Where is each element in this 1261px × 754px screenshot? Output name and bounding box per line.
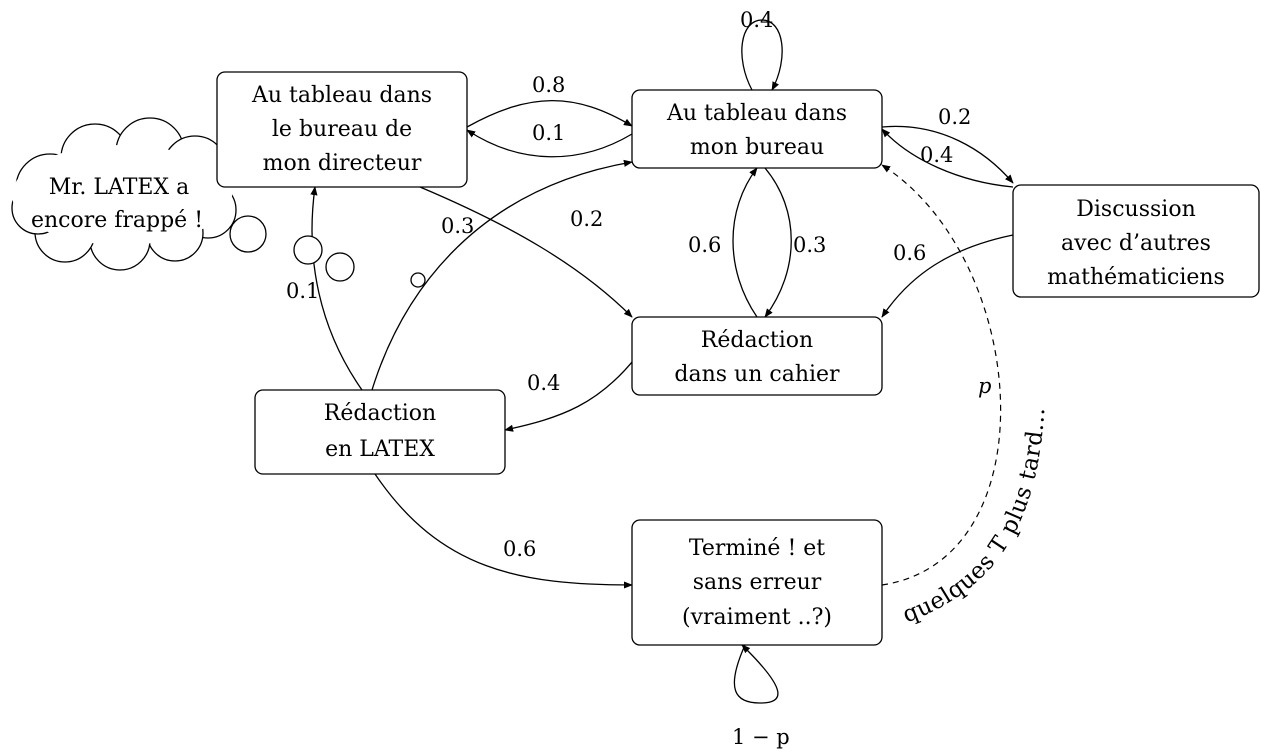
node-discussion-line-1: Discussion — [1076, 197, 1196, 222]
node-done: Terminé ! et sans erreur (vraiment ..?) — [631, 519, 883, 646]
curved-caption: quelques T plus tard... — [899, 407, 1050, 629]
node-my-board-line-1: Au tableau dans — [666, 101, 847, 126]
edge-my-board-to-notebook — [764, 167, 792, 318]
edge-director-to-my-board — [466, 99, 633, 128]
edge-director-to-notebook — [419, 186, 633, 318]
thought-line-1: Mr. LATEX a — [49, 175, 189, 200]
node-done-line-2: sans erreur — [693, 570, 822, 595]
edge-discussion-to-my-board — [881, 128, 1014, 188]
edge-latex-to-my-board — [371, 159, 633, 391]
label-my-board-to-notebook: 0.3 — [793, 233, 826, 257]
label-director-to-my-board: 0.8 — [532, 73, 565, 97]
label-my-board-to-director: 0.1 — [532, 121, 565, 145]
node-my-board: Au tableau dans mon bureau — [631, 89, 883, 169]
label-director-to-notebook: 0.2 — [570, 207, 603, 231]
label-latex-to-director: 0.1 — [286, 279, 319, 303]
label-discussion-to-notebook: 0.6 — [893, 241, 926, 265]
node-discussion-line-2: avec d’autres — [1061, 231, 1211, 256]
node-notebook-line-1: Rédaction — [701, 328, 813, 353]
thought-line-2: encore frappé ! — [31, 208, 203, 233]
edge-my-board-loop — [741, 19, 783, 91]
label-done-to-my-board: p — [978, 374, 991, 398]
thought-bubble-large — [229, 215, 267, 253]
node-notebook-line-2: dans un cahier — [674, 362, 840, 387]
edge-discussion-to-notebook — [881, 234, 1014, 318]
node-director-line-2: le bureau de — [272, 117, 412, 142]
curved-caption-text: quelques T plus tard... — [899, 407, 1050, 629]
node-director-board: Au tableau dans le bureau de mon directe… — [216, 71, 468, 188]
thought-bubble-medium-2 — [325, 252, 355, 282]
node-notebook: Rédaction dans un cahier — [631, 316, 883, 396]
thought-bubble-medium — [293, 235, 323, 265]
node-my-board-line-2: mon bureau — [690, 135, 824, 160]
edge-latex-to-director — [310, 186, 363, 391]
label-my-board-to-discussion: 0.2 — [938, 105, 971, 129]
thought-cloud: Mr. LATEX a encore frappé ! — [11, 117, 237, 271]
node-director-line-1: Au tableau dans — [251, 83, 432, 108]
node-director-line-3: mon directeur — [263, 151, 422, 176]
label-latex-to-my-board: 0.3 — [441, 214, 474, 238]
label-discussion-to-my-board: 0.4 — [920, 143, 953, 167]
node-discussion-line-3: mathématiciens — [1047, 265, 1225, 290]
edge-my-board-to-director — [466, 129, 633, 158]
node-done-line-3: (vraiment ..?) — [682, 605, 832, 630]
label-notebook-to-latex: 0.4 — [527, 371, 560, 395]
node-latex-line-1: Rédaction — [324, 401, 436, 426]
node-latex: Rédaction en LATEX — [254, 389, 506, 475]
label-latex-to-done: 0.6 — [503, 537, 536, 561]
edge-latex-to-done — [374, 473, 633, 589]
node-latex-line-2: en LATEX — [325, 437, 435, 462]
label-my-board-loop: 0.4 — [740, 8, 773, 32]
thought-bubble-small — [410, 272, 426, 288]
node-done-line-1: Terminé ! et — [689, 536, 825, 561]
node-discussion: Discussion avec d’autres mathématiciens — [1012, 184, 1260, 298]
edge-notebook-to-my-board — [732, 167, 758, 318]
edge-done-loop — [733, 644, 779, 704]
edge-notebook-to-latex — [504, 351, 641, 432]
edge-my-board-to-discussion — [881, 125, 1014, 184]
label-notebook-to-my-board: 0.6 — [688, 233, 721, 257]
label-done-loop: 1 − p — [732, 725, 790, 749]
